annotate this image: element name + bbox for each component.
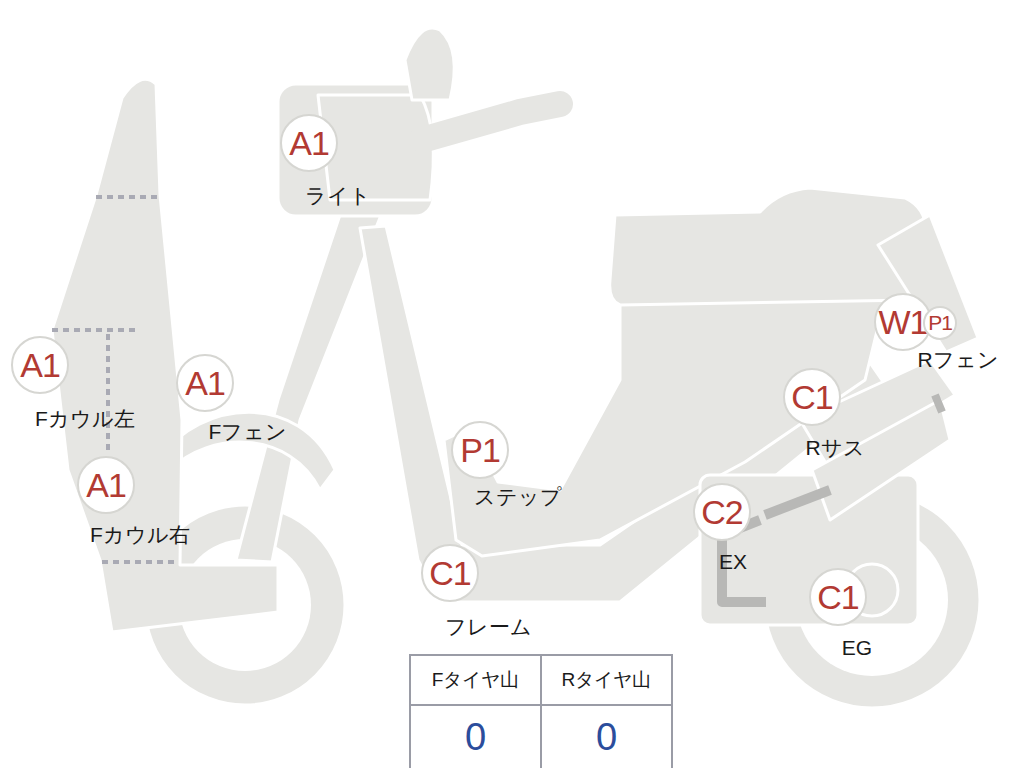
table-value: 0: [541, 705, 672, 768]
part-name: ライト: [305, 182, 371, 210]
damage-callout: A1Fカウル左: [11, 336, 69, 394]
part-name: EX: [719, 550, 747, 574]
table-value: 0: [410, 705, 541, 768]
damage-callout: C1Rサス: [783, 368, 841, 426]
damage-code: P1: [453, 423, 507, 477]
damage-code: A1: [13, 338, 67, 392]
damage-callout: A1ライト: [280, 114, 338, 172]
damage-callout: P1: [923, 306, 957, 340]
damage-callout: P1ステップ: [451, 421, 509, 479]
damage-code: A1: [178, 356, 232, 410]
damage-callout: A1Fフェン: [176, 354, 234, 412]
damage-code: A1: [282, 116, 336, 170]
part-name: Rフェン: [917, 346, 998, 374]
part-name: Fカウル右: [90, 521, 190, 549]
damage-callout: C2EX: [693, 483, 751, 541]
part-name: EG: [842, 636, 872, 660]
damage-code: C1: [811, 570, 865, 624]
table-header: Rタイヤ山: [541, 655, 672, 705]
table-header: Fタイヤ山: [410, 655, 541, 705]
part-name: ステップ: [474, 483, 562, 511]
damage-code: A1: [79, 458, 133, 512]
damage-code: C2: [695, 485, 749, 539]
part-name: Fフェン: [209, 418, 288, 446]
damage-code: C1: [785, 370, 839, 424]
part-name: Rサス: [805, 434, 864, 462]
damage-callout: C1フレーム: [421, 544, 479, 602]
damage-code: C1: [423, 546, 477, 600]
part-name: フレーム: [445, 613, 532, 641]
damage-code: P1: [925, 308, 955, 338]
damage-callout: A1Fカウル右: [77, 456, 135, 514]
damage-code: W1: [876, 295, 930, 349]
part-name: Fカウル左: [35, 405, 135, 433]
damage-callout: C1EG: [809, 568, 867, 626]
